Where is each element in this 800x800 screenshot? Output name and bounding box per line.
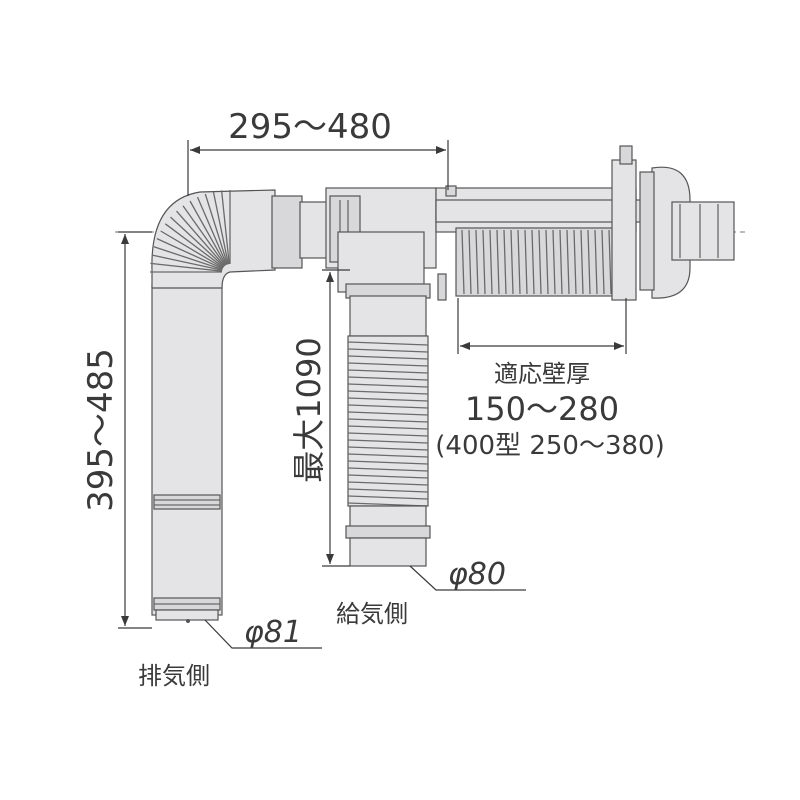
corrugation-rib [468, 229, 472, 295]
corrugation-rib [475, 229, 479, 295]
corrugation-rib [531, 229, 535, 295]
wall-thickness-value: 150～280 [465, 390, 619, 428]
corrugation-rib [608, 229, 612, 295]
corrugation-rib [196, 196, 228, 265]
corrugation-rib [482, 229, 486, 295]
corrugation-rib [182, 205, 226, 266]
corrugation-rib [489, 229, 493, 295]
exhaust-diameter-label: φ81 [244, 615, 302, 650]
corrugation-rib [538, 229, 542, 295]
corrugation-rib [461, 229, 465, 295]
corrugation-rib [503, 229, 507, 295]
corrugation-rib [347, 481, 429, 486]
corrugation-rib [545, 229, 549, 295]
corrugation-rib [347, 376, 429, 381]
corrugation-rib [347, 495, 429, 500]
corrugation-rib [204, 193, 229, 265]
exhaust-elbow [150, 189, 276, 289]
wall-thickness-title: 適応壁厚 [494, 360, 590, 388]
corrugation-rib [347, 397, 429, 402]
corrugation-rib [347, 432, 429, 437]
corrugation-rib [587, 229, 591, 295]
corrugation-rib [347, 474, 429, 479]
corrugation-rib [347, 355, 429, 360]
corrugation-rib [347, 369, 429, 374]
dim-wall-thickness [457, 298, 627, 354]
supply-diameter-label: φ80 [448, 557, 506, 592]
corrugation-rib [347, 348, 429, 353]
corrugation-rib [156, 238, 223, 270]
supply-side-label: 給気側 [336, 600, 408, 628]
corrugation-rib [347, 390, 429, 395]
corrugation-rib [160, 230, 224, 269]
corrugation-rib [150, 262, 223, 272]
corrugation-rib [580, 229, 584, 295]
corrugation-rib [347, 418, 429, 423]
corrugation-rib [170, 216, 225, 268]
corrugation-rib [517, 229, 521, 295]
corrugation-rib [347, 467, 429, 472]
corrugation-rib [347, 488, 429, 493]
corrugation-rib [347, 341, 429, 346]
corrugation-rib [164, 223, 224, 268]
corrugation-rib [151, 254, 223, 271]
corrugation-rib [601, 229, 605, 295]
exhaust-pipe [151, 284, 223, 623]
corrugation-rib [347, 411, 429, 416]
corrugation-rib [559, 229, 563, 295]
corrugation-rib [496, 229, 500, 295]
dim-max-length [322, 269, 350, 567]
corrugation-rib [347, 404, 429, 409]
wall-thickness-400-label: (400型 250～380) [435, 431, 664, 461]
horizontal-length-label: 295～480 [228, 107, 392, 147]
corrugation-rib [347, 460, 429, 465]
corrugation-rib [566, 229, 570, 295]
dim-exhaust-height [118, 231, 152, 629]
corrugation-rib [153, 246, 223, 271]
corrugation-rib [573, 229, 577, 295]
dim-horizontal [187, 140, 449, 196]
wall-terminal [435, 145, 735, 301]
exhaust-side-label: 排気側 [138, 662, 210, 690]
exhaust-height-label: 395～485 [81, 348, 121, 512]
corrugation-rib [347, 425, 429, 430]
corrugation-rib [347, 362, 429, 367]
corrugation-rib [347, 453, 429, 458]
corrugation-rib [347, 439, 429, 444]
supply-diameter-leader [409, 565, 526, 591]
corrugation-rib [220, 190, 230, 265]
exhaust-diameter-leader [204, 619, 322, 649]
corrugation-rib [347, 383, 429, 388]
corrugation-rib [212, 191, 229, 265]
corrugation-rib [552, 229, 556, 295]
corrugation-rib [189, 200, 227, 266]
corrugation-rib [176, 210, 226, 267]
corrugation-rib [524, 229, 528, 295]
corrugation-rib [594, 229, 598, 295]
supply-pipe [337, 231, 431, 567]
corrugation-rib [510, 229, 514, 295]
max-length-label: 最大1090 [290, 337, 328, 482]
corrugation-rib [347, 446, 429, 451]
